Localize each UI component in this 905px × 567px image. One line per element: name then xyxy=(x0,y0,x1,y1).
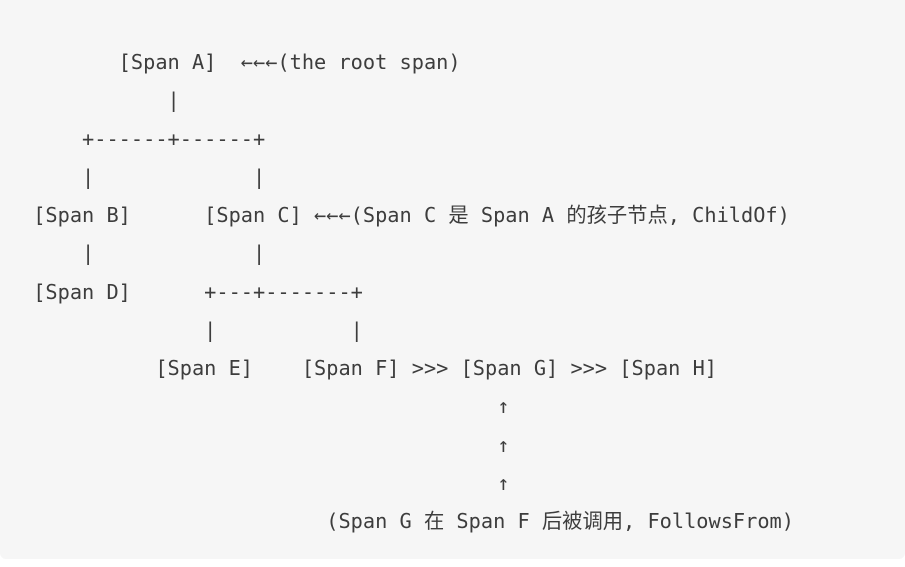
span-d-branch-row: [Span D] +---+-------+ xyxy=(21,279,363,304)
span-b-c-verticals: | | xyxy=(21,241,266,266)
trunk-connector: | xyxy=(21,88,180,113)
span-e-f-g-h-row: [Span E] [Span F] >>> [Span G] >>> [Span… xyxy=(21,356,717,380)
follows-from-arrow-1: ↑ xyxy=(21,394,510,419)
follows-from-arrow-2: ↑ xyxy=(21,432,510,457)
branch-top: +------+------+ xyxy=(21,126,266,151)
span-tree-diagram: [Span A] ←←←(the root span) | +------+--… xyxy=(21,43,794,540)
span-b-c-row: [Span B] [Span C] ←←←(Span C 是 Span A 的孩… xyxy=(21,203,790,227)
branch-verticals: | | xyxy=(21,164,266,189)
sub-branch-verticals: | | xyxy=(21,317,363,342)
follows-from-arrow-3: ↑ xyxy=(21,470,510,495)
follows-from-annotation: (Span G 在 Span F 后被调用, FollowsFrom) xyxy=(21,509,794,533)
root-span-row: [Span A] ←←←(the root span) xyxy=(21,50,461,74)
